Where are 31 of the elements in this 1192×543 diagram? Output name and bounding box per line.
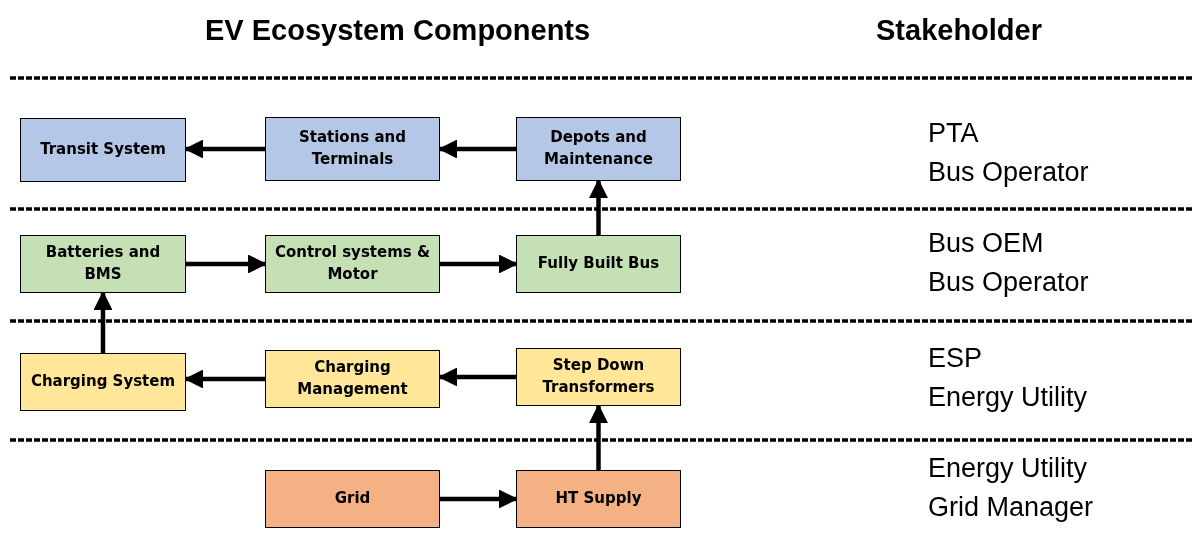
stakeholder-label: PTA (928, 118, 979, 149)
arrow (93, 291, 113, 353)
process-box: HT Supply (516, 470, 681, 528)
column-heading: Stakeholder (876, 14, 1042, 47)
arrow (438, 139, 516, 159)
arrow (184, 139, 265, 159)
stakeholder-label: ESP (928, 343, 983, 374)
stakeholder-label: Bus OEM (928, 228, 1044, 259)
stakeholder-label: Energy Utility (928, 453, 1088, 484)
arrow (440, 254, 518, 274)
column-heading: EV Ecosystem Components (205, 14, 591, 47)
process-box: Depots and Maintenance (516, 117, 681, 181)
process-box: Batteries and BMS (20, 235, 186, 293)
arrow (438, 367, 516, 387)
process-box: Transit System (20, 118, 186, 182)
process-box: Stations and Terminals (265, 117, 440, 181)
process-box: Control systems & Motor (265, 235, 440, 293)
arrow (184, 369, 265, 389)
arrow (589, 404, 608, 470)
stakeholder-label: Energy Utility (928, 382, 1088, 413)
arrow (589, 179, 608, 235)
arrow (186, 254, 267, 274)
stakeholder-label: Grid Manager (928, 492, 1094, 523)
process-box: Fully Built Bus (516, 235, 681, 293)
process-box: Charging Management (265, 350, 440, 408)
process-box: Grid (265, 470, 440, 528)
stakeholder-label: Bus Operator (928, 267, 1089, 298)
stakeholder-label: Bus Operator (928, 157, 1089, 188)
process-box: Charging System (20, 353, 186, 411)
arrow (440, 489, 518, 509)
process-box: Step Down Transformers (516, 348, 681, 406)
